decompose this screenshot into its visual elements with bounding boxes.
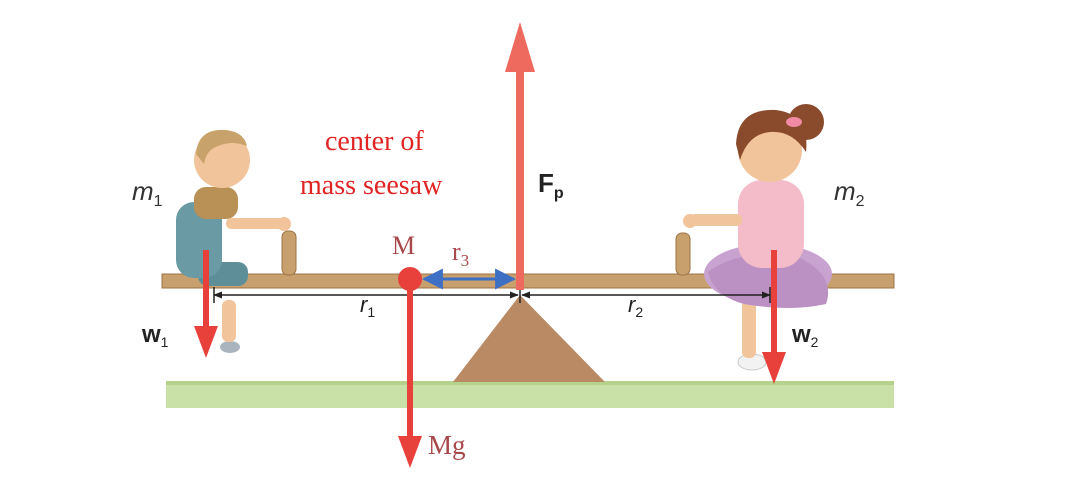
w1-arrow-shaft: [203, 250, 209, 330]
r1-subscript: 1: [367, 304, 375, 320]
w2-subscript: 2: [811, 334, 819, 350]
svg-text:M: M: [392, 231, 415, 260]
svg-text:w1: w1: [141, 321, 169, 350]
w2-arrow-head: [762, 352, 786, 384]
m2-label: m: [834, 176, 856, 206]
girl-figure: [683, 104, 832, 371]
svg-text:Mg: Mg: [428, 430, 466, 460]
svg-text:Fp: Fp: [538, 168, 564, 202]
boy-figure: [176, 129, 291, 353]
fp-label: F: [538, 168, 554, 198]
m1-label: m: [132, 176, 154, 206]
m2-subscript: 2: [856, 193, 865, 210]
r1-label: r: [360, 292, 369, 317]
r2-label: r: [628, 292, 637, 317]
w1-arrow-head: [194, 326, 218, 358]
w1-subscript: 1: [161, 334, 169, 350]
svg-text:m1: m1: [132, 176, 163, 210]
center-of-mass-dot: [398, 267, 422, 291]
svg-text:r3: r3: [452, 237, 469, 270]
svg-text:w2: w2: [791, 321, 819, 350]
svg-text:r1: r1: [360, 292, 375, 320]
w2-arrow-shaft: [771, 250, 777, 356]
fp-arrow-head: [505, 22, 535, 72]
right-handle: [675, 232, 691, 276]
svg-text:mass seesaw: mass seesaw: [300, 170, 443, 201]
mg-label: Mg: [428, 430, 466, 460]
mass-M-label: M: [392, 231, 415, 260]
mg-arrow-head: [398, 436, 422, 468]
r3-label: r: [452, 237, 461, 266]
mg-arrow-shaft: [407, 290, 413, 440]
r3-subscript: 3: [461, 251, 470, 270]
com-label-line1: center of: [325, 126, 424, 157]
left-handle: [281, 230, 297, 276]
svg-text:r2: r2: [628, 292, 643, 320]
svg-text:center of: center of: [325, 126, 424, 157]
ground: [166, 381, 894, 408]
fp-arrow-shaft: [516, 68, 524, 290]
svg-text:m2: m2: [834, 176, 865, 210]
fulcrum: [453, 295, 605, 382]
com-label-line2: mass seesaw: [300, 170, 443, 201]
r2-subscript: 2: [635, 304, 643, 320]
m1-subscript: 1: [154, 193, 163, 210]
w2-label: w: [791, 321, 811, 348]
w1-label: w: [141, 321, 161, 348]
fp-subscript: p: [554, 185, 564, 202]
ground-edge: [166, 381, 894, 385]
